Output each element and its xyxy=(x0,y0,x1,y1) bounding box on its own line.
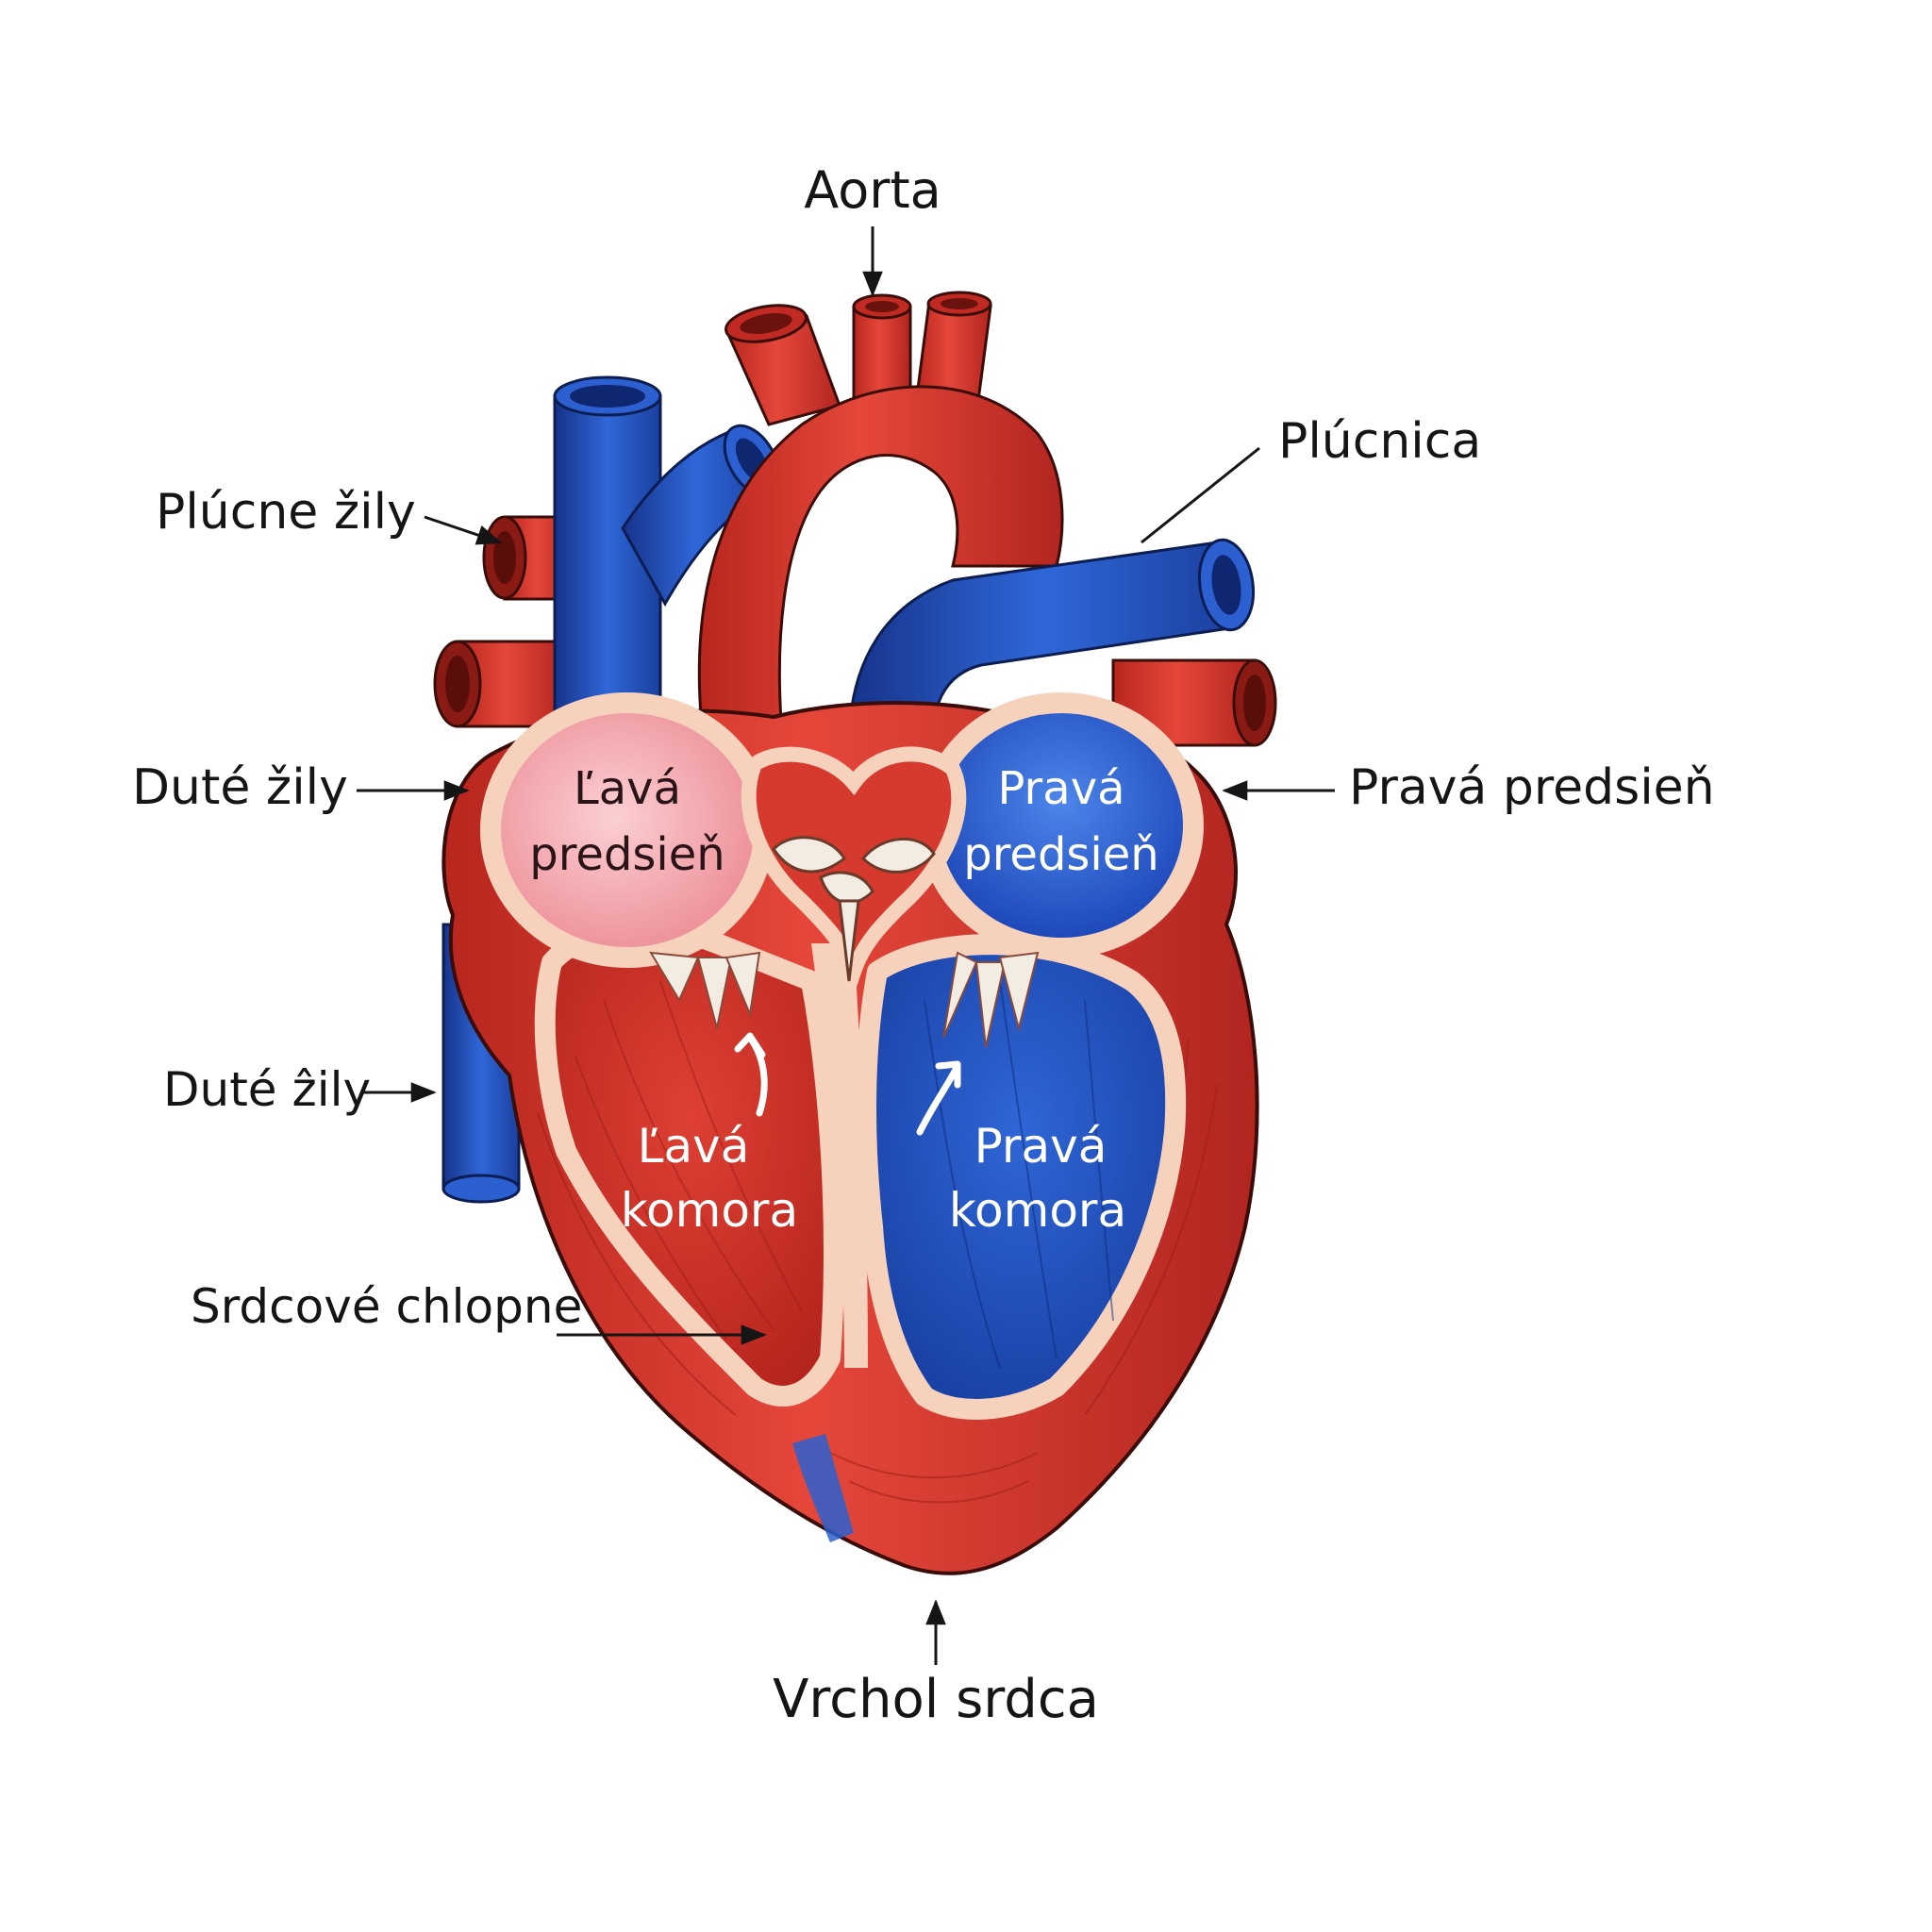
septum xyxy=(811,943,868,1368)
pulmonary-artery-label: Plúcnica xyxy=(1278,413,1481,470)
right-ventricle-cavity xyxy=(856,934,1187,1420)
pulmonary-veins-label: Plúcne žily xyxy=(156,484,416,541)
septal-vessel xyxy=(792,1434,854,1542)
vena-cava-upper-label: Duté žily xyxy=(132,759,348,816)
apex-label: Vrchol srdca xyxy=(773,1669,1099,1730)
flow-arrow-right xyxy=(916,1060,961,1136)
aortic-valve xyxy=(772,836,936,982)
right-ventricle-label-2: komora xyxy=(949,1183,1126,1238)
heart-valves-label: Srdcové chlopne xyxy=(191,1279,582,1334)
right-atrium-label-1: Pravá xyxy=(997,762,1124,815)
left-atrium-label-1: Ľavá xyxy=(574,762,681,815)
right-atrium-outer-label: Pravá predsieň xyxy=(1349,759,1715,816)
vena-cava-lower-label: Duté ẑily xyxy=(163,1062,371,1117)
pulmonary-vein-lower xyxy=(433,640,568,728)
pulmonary-veins-arrow xyxy=(424,515,503,545)
tricuspid-valve xyxy=(942,951,1040,1048)
left-ventricle-label-1: Ľavá xyxy=(638,1119,750,1174)
superior-vena-cava xyxy=(553,375,662,719)
aorta-label: Aorta xyxy=(804,160,941,220)
pulmonary-artery-leader xyxy=(1141,446,1260,544)
right-atrium xyxy=(919,692,1204,958)
right-ventricle-label-1: Pravá xyxy=(974,1119,1108,1174)
mitral-valve xyxy=(649,951,761,1029)
left-ventricle-label-2: komora xyxy=(621,1183,798,1238)
right-atrium-label-2: predsieň xyxy=(963,828,1158,881)
flow-arrow-left xyxy=(734,1032,768,1117)
aortic-root xyxy=(741,746,967,996)
aortic-branch-1 xyxy=(724,304,841,426)
left-atrium-label-2: predsieň xyxy=(529,828,724,881)
aortic-arch xyxy=(697,385,1064,747)
